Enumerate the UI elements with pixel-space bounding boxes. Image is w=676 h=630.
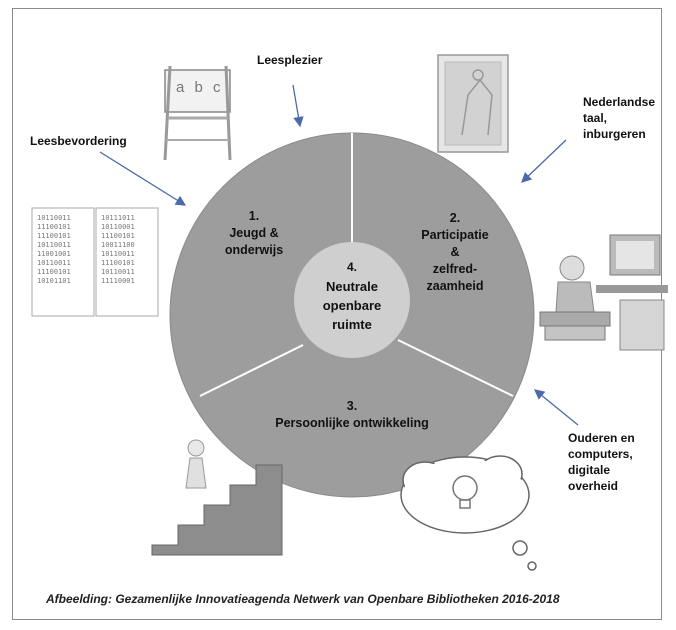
segment-4-label: 4. Neutrale openbare ruimte [322, 260, 382, 332]
arrow-leesplezier [292, 84, 304, 128]
label-ouderen-computers: Ouderen en computers, digitale overheid [568, 431, 635, 493]
inner-circle [294, 242, 410, 358]
easel-icon [163, 65, 232, 161]
arrow-ouderen [533, 389, 579, 426]
binary-text-right: 10111011 10110001 11100101 10011100 1011… [101, 214, 135, 285]
binary-pages-icon [31, 207, 159, 317]
easel-letters: a b c [176, 79, 224, 96]
figure-caption: Afbeelding: Gezamenlijke Innovatieagenda… [46, 592, 560, 606]
divider-right [397, 339, 514, 397]
stairs-icon [151, 439, 283, 556]
label-nederlandse-taal: Nederlandse taal, inburgeren [583, 95, 656, 141]
segment-1-label: 1. Jeugd & onderwijs [224, 209, 284, 257]
idea-cloud-icon [400, 455, 537, 571]
arrow-nederlandse [521, 139, 567, 183]
label-leesplezier: Leesplezier [257, 53, 323, 67]
divider-left [199, 344, 304, 397]
arrow-leesbevordering [99, 151, 187, 206]
segment-3-label: 3. Persoonlijke ontwikkeling [275, 399, 429, 430]
computer-user-icon [539, 234, 668, 351]
painting-icon [437, 54, 509, 153]
binary-text-left: 10110011 11100101 11100101 10110011 1100… [37, 214, 71, 285]
label-leesbevordering: Leesbevordering [30, 134, 127, 148]
segment-2-label: 2. Participatie & zelfred- zaamheid [421, 211, 489, 293]
